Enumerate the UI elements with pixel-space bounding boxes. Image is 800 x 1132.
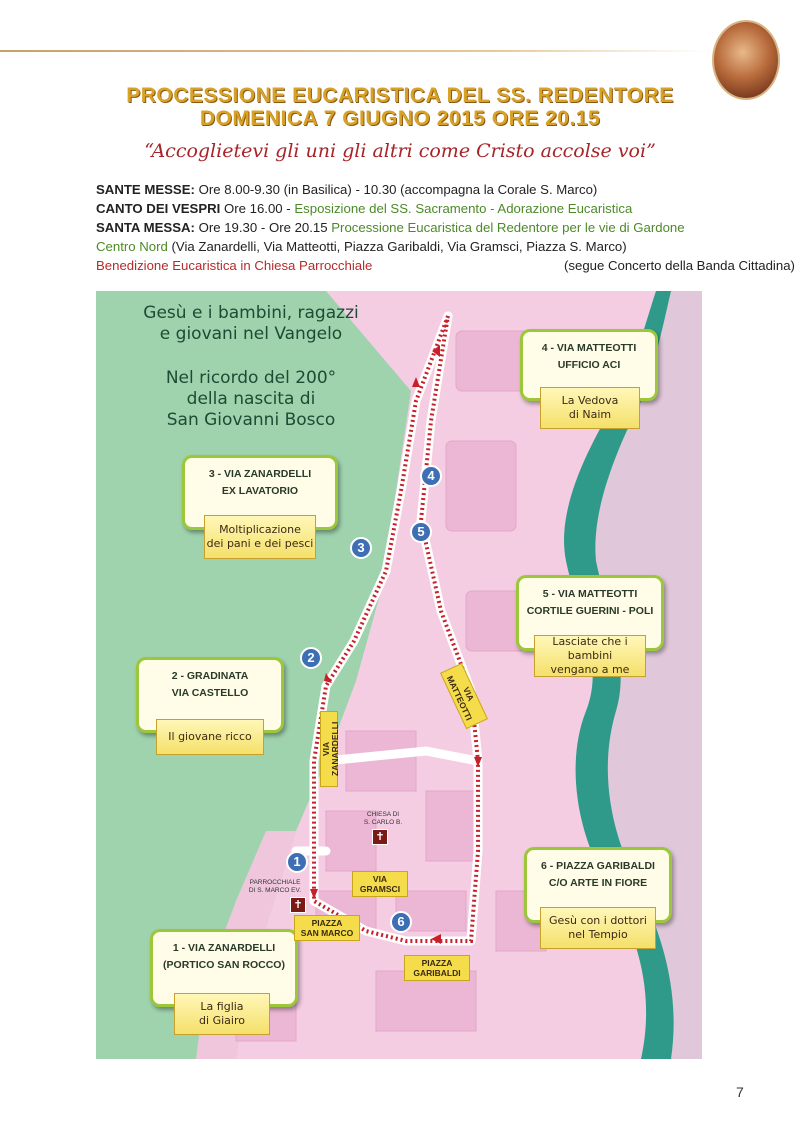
- route-area: Centro Nord: [96, 239, 168, 254]
- stop-6-subtitle: C/O ARTE IN FIORE: [548, 877, 648, 889]
- bosco-line-1: Nel ricordo del 200°: [165, 368, 337, 388]
- page-number: 7: [736, 1084, 744, 1100]
- stop-5-subtitle: CORTILE GUERINI - POLI: [526, 605, 654, 617]
- zanardelli-line-2: ZANARDELLI: [330, 721, 340, 777]
- street-label-zanardelli: VIA ZANARDELLI: [320, 711, 340, 787]
- label-parrocchiale: PARROCCHIALE DI S. MARCO EV.: [240, 879, 310, 895]
- stop-6-ribbon-line-1: Gesù con i dottori: [549, 914, 647, 927]
- stop-3-ribbon-line-1: Moltiplicazione: [219, 523, 301, 536]
- stop-3-ribbon-line-2: dei pani e dei pesci: [206, 537, 314, 550]
- stop-marker-2: 2: [300, 647, 322, 669]
- info-line-vespers: CANTO DEI VESPRI Ore 16.00 - Esposizione…: [96, 199, 706, 218]
- stop-2-card: 2 - GRADINATA VIA CASTELLO Il giovane ri…: [136, 657, 286, 772]
- garibaldi-line-1: PIAZZA: [421, 958, 453, 968]
- holy-mass-text: Ore 19.30 - Ore 20.15: [194, 220, 332, 235]
- holy-mass-label: SANTA MESSA:: [96, 220, 195, 235]
- stop-3-title: 3 - VIA ZANARDELLI: [208, 468, 312, 480]
- stop-2-title: 2 - GRADINATA: [171, 670, 249, 682]
- stop-6-title: 6 - PIAZZA GARIBALDI: [541, 860, 655, 872]
- church-san-carlo-icon: ✝: [372, 829, 388, 845]
- theme-line-2: e giovani nel Vangelo: [159, 324, 343, 344]
- blessing-text: Benedizione Eucaristica in Chiesa Parroc…: [96, 258, 373, 273]
- procession-map: Gesù e i bambini, ragazzi e giovani nel …: [96, 291, 702, 1059]
- masses-label: SANTE MESSE:: [96, 182, 195, 197]
- title-line-1: PROCESSIONE EUCARISTICA DEL SS. REDENTOR…: [126, 84, 674, 107]
- stop-marker-6: 6: [390, 911, 412, 933]
- stop-6-ribbon-line-2: nel Tempio: [568, 928, 628, 941]
- concert-note: (segue Concerto della Banda Cittadina): [564, 258, 795, 273]
- gramsci-line-2: GRAMSCI: [359, 884, 401, 894]
- sanmarco-line-2: SAN MARCO: [300, 928, 354, 938]
- vespers-adoration: Esposizione del SS. Sacramento - Adorazi…: [294, 201, 633, 216]
- procession-text: Processione Eucaristica del Redentore pe…: [331, 220, 685, 235]
- title-line-2: DOMENICA 7 GIUGNO 2015 ORE 20.15: [199, 107, 601, 130]
- stop-2-ribbon-line-1: Il giovane ricco: [168, 730, 252, 743]
- street-label-gramsci: VIA GRAMSCI: [352, 871, 408, 897]
- stop-4-subtitle: UFFICIO ACI: [557, 359, 621, 371]
- stop-6-card: 6 - PIAZZA GARIBALDI C/O ARTE IN FIORE G…: [524, 847, 674, 962]
- stop-marker-1: 1: [286, 851, 308, 873]
- stop-1-card: 1 - VIA ZANARDELLI (PORTICO SAN ROCCO) L…: [150, 929, 300, 1049]
- garibaldi-line-2: GARIBALDI: [413, 968, 461, 978]
- stop-marker-4: 4: [420, 465, 442, 487]
- stop-1-ribbon-line-1: La figlia: [200, 1000, 244, 1013]
- motto-quote: “Accoglietevi gli uni gli altri come Cri…: [144, 140, 656, 162]
- sanmarco-line-1: PIAZZA: [311, 918, 343, 928]
- stop-5-ribbon-line-1: Lasciate che i bambini: [552, 635, 628, 662]
- street-label-san-marco: PIAZZA SAN MARCO: [294, 915, 360, 941]
- stop-4-ribbon-line-1: La Vedova: [561, 394, 619, 407]
- parrocchiale-line-1: PARROCCHIALE: [249, 879, 301, 886]
- bosco-line-2: della nascita di: [186, 389, 316, 409]
- info-line-route: Centro Nord (Via Zanardelli, Via Matteot…: [96, 237, 706, 256]
- info-line-blessing: Benedizione Eucaristica in Chiesa Parroc…: [96, 256, 795, 275]
- theme-line-1: Gesù e i bambini, ragazzi: [143, 303, 359, 323]
- map-heading-theme: Gesù e i bambini, ragazzi e giovani nel …: [136, 303, 366, 345]
- stop-4-title: 4 - VIA MATTEOTTI: [541, 342, 637, 354]
- stop-5-title: 5 - VIA MATTEOTTI: [542, 588, 638, 600]
- stop-marker-3: 3: [350, 537, 372, 559]
- map-heading-bosco: Nel ricordo del 200° della nascita di Sa…: [136, 368, 366, 431]
- stop-2-subtitle: VIA CASTELLO: [171, 687, 249, 699]
- info-line-masses: SANTE MESSE: Ore 8.00-9.30 (in Basilica)…: [96, 180, 706, 199]
- stop-3-subtitle: EX LAVATORIO: [221, 485, 299, 497]
- gramsci-line-1: VIA: [372, 874, 388, 884]
- stop-2-ribbon: Il giovane ricco: [141, 719, 279, 766]
- stop-5-ribbon-line-2: vengano a me: [550, 663, 630, 676]
- stop-4-ribbon-line-2: di Naim: [568, 408, 612, 421]
- info-line-holy-mass: SANTA MESSA: Ore 19.30 - Ore 20.15 Proce…: [96, 218, 706, 237]
- saint-medallion-image: [712, 20, 780, 100]
- route-streets: (Via Zanardelli, Via Matteotti, Piazza G…: [167, 239, 627, 254]
- vespers-label: CANTO DEI VESPRI: [96, 201, 221, 216]
- church-parrocchiale-icon: ✝: [290, 897, 306, 913]
- vespers-text: Ore 16.00 -: [220, 201, 295, 216]
- masses-text: Ore 8.00-9.30 (in Basilica) - 10.30 (acc…: [194, 182, 598, 197]
- stop-3-card: 3 - VIA ZANARDELLI EX LAVATORIO Moltipli…: [182, 455, 342, 570]
- chiesa-line-1: CHIESA DI: [366, 811, 400, 818]
- label-chiesa-san-carlo: CHIESA DI S. CARLO B.: [358, 811, 408, 827]
- parrocchiale-line-2: DI S. MARCO EV.: [248, 887, 302, 894]
- stop-1-ribbon-line-2: di Giairo: [199, 1014, 245, 1027]
- stop-marker-5: 5: [410, 521, 432, 543]
- street-label-garibaldi: PIAZZA GARIBALDI: [404, 955, 470, 981]
- chiesa-line-2: S. CARLO B.: [363, 819, 403, 826]
- stop-1-subtitle: (PORTICO SAN ROCCO): [163, 959, 285, 971]
- stop-5-card: 5 - VIA MATTEOTTI CORTILE GUERINI - POLI…: [516, 575, 666, 690]
- stop-1-title: 1 - VIA ZANARDELLI: [172, 942, 276, 954]
- header-rule: [0, 50, 708, 52]
- bosco-line-3: San Giovanni Bosco: [166, 410, 336, 430]
